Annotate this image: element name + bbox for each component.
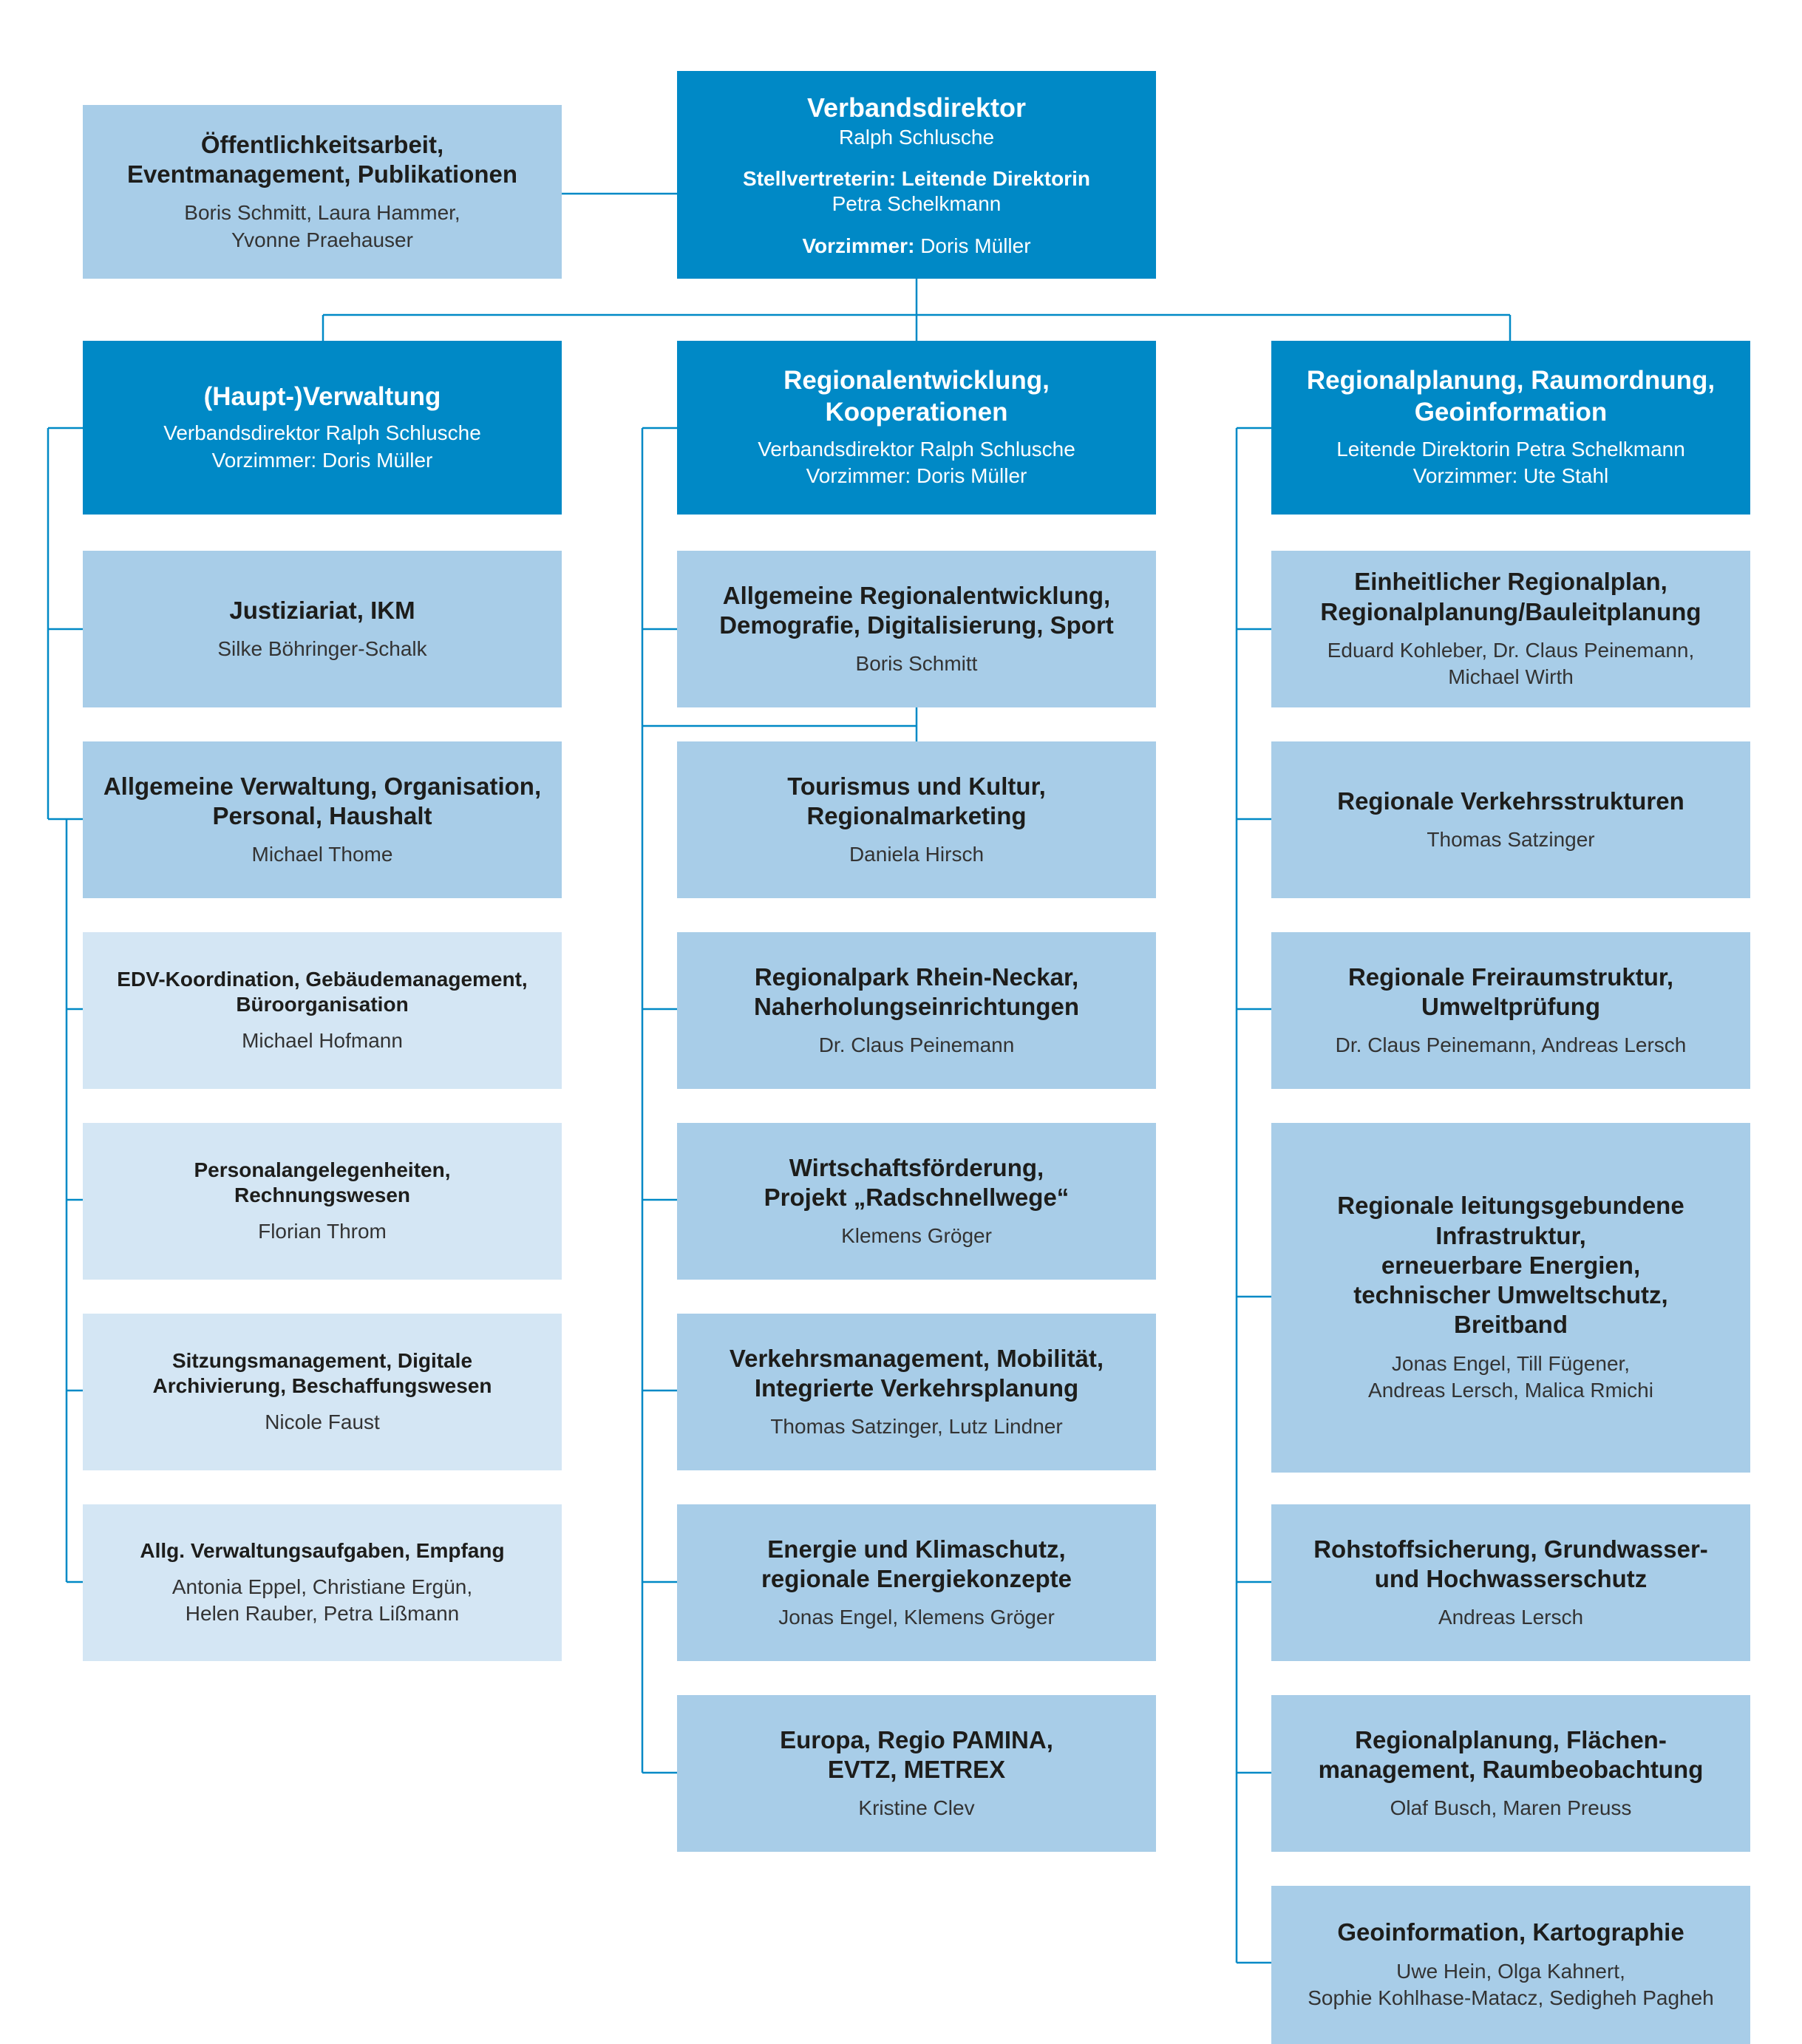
unit-people: Thomas Satzinger bbox=[1427, 827, 1595, 851]
unit-people: Kristine Clev bbox=[858, 1796, 975, 1820]
unit-box: Justiziariat, IKM Silke Böhringer-Schalk bbox=[83, 551, 562, 707]
unit-people: Florian Throm bbox=[258, 1219, 387, 1243]
unit-title: Regionale Verkehrsstrukturen bbox=[1337, 787, 1684, 815]
unit-title: Regionalpark Rhein-Neckar, Naherholungse… bbox=[753, 962, 1080, 1020]
unit-people: Olaf Busch, Maren Preuss bbox=[1390, 1796, 1632, 1820]
unit-people: Daniela Hirsch bbox=[849, 843, 985, 866]
unit-title: Allg. Verwaltungsaufgaben, Empfang bbox=[140, 1538, 505, 1562]
unit-box: Allg. Verwaltungsaufgaben, Empfang Anton… bbox=[83, 1504, 562, 1661]
unit-people: Dr. Claus Peinemann bbox=[818, 1033, 1015, 1057]
unit-box: EDV-Koordination, Gebäudemanagement, Bür… bbox=[83, 932, 562, 1089]
unit-title: Regionalplanung, Flächen- management, Ra… bbox=[1318, 1725, 1704, 1783]
unit-title: Wirtschaftsförderung, Projekt „Radschnel… bbox=[764, 1153, 1070, 1211]
unit-people: Jonas Engel, Till Fügener, Andreas Lersc… bbox=[1368, 1351, 1653, 1402]
unit-box: Geoinformation, Kartographie Uwe Hein, O… bbox=[1271, 1886, 1750, 2044]
department-title: Regionalplanung, Raumordnung, Geoinforma… bbox=[1306, 366, 1716, 427]
unit-people: Klemens Gröger bbox=[841, 1224, 992, 1248]
pr-title: Öffentlichkeitsarbeit, Eventmanagement, … bbox=[126, 130, 518, 189]
unit-box: Regionalplanung, Flächen- management, Ra… bbox=[1271, 1695, 1750, 1852]
department-people: Verbandsdirektor Ralph Schlusche Vorzimm… bbox=[163, 421, 481, 472]
unit-box: Regionale leitungsgebundene Infrastruktu… bbox=[1271, 1123, 1750, 1473]
unit-people: Boris Schmitt bbox=[855, 652, 978, 676]
unit-box: Wirtschaftsförderung, Projekt „Radschnel… bbox=[677, 1123, 1156, 1280]
unit-title: Allgemeine Regionalentwicklung, Demograf… bbox=[719, 581, 1114, 639]
department-title: (Haupt-)Verwaltung bbox=[203, 381, 441, 411]
unit-box: Allgemeine Verwaltung, Organisation, Per… bbox=[83, 741, 562, 898]
unit-title: Geoinformation, Kartographie bbox=[1337, 1918, 1684, 1946]
unit-title: Regionale Freiraumstruktur, Umweltprüfun… bbox=[1347, 962, 1674, 1020]
unit-title: Allgemeine Verwaltung, Organisation, Per… bbox=[103, 772, 542, 829]
unit-people: Michael Thome bbox=[251, 843, 393, 866]
unit-title: Regionale leitungsgebundene Infrastruktu… bbox=[1337, 1192, 1684, 1339]
deputy-name: Petra Schelkmann bbox=[832, 192, 1002, 216]
pr-people: Boris Schmitt, Laura Hammer, Yvonne Prae… bbox=[184, 201, 460, 251]
unit-people: Dr. Claus Peinemann, Andreas Lersch bbox=[1335, 1033, 1687, 1057]
anteroom-label: Vorzimmer: bbox=[802, 234, 915, 257]
unit-title: Sitzungsmanagement, Digitale Archivierun… bbox=[152, 1348, 492, 1397]
unit-box: Tourismus und Kultur, Regionalmarketing … bbox=[677, 741, 1156, 898]
unit-title: Personalangelegenheiten, Rechnungswesen bbox=[194, 1158, 451, 1206]
unit-people: Silke Böhringer-Schalk bbox=[217, 636, 427, 660]
unit-title: Justiziariat, IKM bbox=[229, 596, 415, 624]
unit-box: Verkehrsmanagement, Mobilität, Integrier… bbox=[677, 1314, 1156, 1470]
anteroom-line: Vorzimmer: Doris Müller bbox=[802, 234, 1030, 258]
unit-box: Regionalpark Rhein-Neckar, Naherholungse… bbox=[677, 932, 1156, 1089]
department-title: Regionalentwicklung, Kooperationen bbox=[783, 366, 1050, 427]
unit-title: Einheitlicher Regionalplan, Regionalplan… bbox=[1320, 568, 1701, 625]
department-head-administration: (Haupt-)Verwaltung Verbandsdirektor Ralp… bbox=[83, 341, 562, 515]
pr-box: Öffentlichkeitsarbeit, Eventmanagement, … bbox=[83, 105, 562, 279]
unit-box: Einheitlicher Regionalplan, Regionalplan… bbox=[1271, 551, 1750, 707]
department-people: Verbandsdirektor Ralph Schlusche Vorzimm… bbox=[758, 437, 1075, 488]
unit-box: Regionale Freiraumstruktur, Umweltprüfun… bbox=[1271, 932, 1750, 1089]
unit-title: Rohstoffsicherung, Grundwasser- und Hoch… bbox=[1313, 1535, 1708, 1592]
director-title: Verbandsdirektor bbox=[806, 92, 1027, 123]
unit-people: Uwe Hein, Olga Kahnert, Sophie Kohlhase-… bbox=[1308, 1959, 1714, 2010]
unit-title: EDV-Koordination, Gebäudemanagement, Bür… bbox=[117, 967, 528, 1016]
unit-title: Tourismus und Kultur, Regionalmarketing bbox=[787, 772, 1046, 829]
unit-box: Energie und Klimaschutz, regionale Energ… bbox=[677, 1504, 1156, 1661]
unit-people: Eduard Kohleber, Dr. Claus Peinemann, Mi… bbox=[1327, 638, 1695, 689]
unit-people: Nicole Faust bbox=[265, 1410, 380, 1433]
department-people: Leitende Direktorin Petra Schelkmann Vor… bbox=[1336, 437, 1685, 488]
unit-box: Europa, Regio PAMINA, EVTZ, METREX Krist… bbox=[677, 1695, 1156, 1852]
unit-people: Jonas Engel, Klemens Gröger bbox=[778, 1606, 1055, 1629]
unit-title: Verkehrsmanagement, Mobilität, Integrier… bbox=[729, 1344, 1104, 1402]
unit-box: Sitzungsmanagement, Digitale Archivierun… bbox=[83, 1314, 562, 1470]
unit-box: Rohstoffsicherung, Grundwasser- und Hoch… bbox=[1271, 1504, 1750, 1661]
unit-title: Energie und Klimaschutz, regionale Energ… bbox=[761, 1535, 1072, 1592]
unit-box: Personalangelegenheiten, Rechnungswesen … bbox=[83, 1123, 562, 1280]
department-head-regional-planning: Regionalplanung, Raumordnung, Geoinforma… bbox=[1271, 341, 1750, 515]
director-name: Ralph Schlusche bbox=[838, 126, 995, 149]
unit-box: Allgemeine Regionalentwicklung, Demograf… bbox=[677, 551, 1156, 707]
unit-people: Antonia Eppel, Christiane Ergün, Helen R… bbox=[171, 1575, 473, 1626]
unit-title: Europa, Regio PAMINA, EVTZ, METREX bbox=[780, 1725, 1053, 1783]
director-box: Verbandsdirektor Ralph Schlusche Stellve… bbox=[677, 71, 1156, 279]
department-head-regional-development: Regionalentwicklung, Kooperationen Verba… bbox=[677, 341, 1156, 515]
deputy-label: Stellvertreterin: Leitende Direktorin bbox=[743, 167, 1090, 191]
anteroom-name: Doris Müller bbox=[920, 234, 1031, 257]
unit-people: Thomas Satzinger, Lutz Lindner bbox=[770, 1415, 1063, 1439]
unit-people: Michael Hofmann bbox=[242, 1028, 403, 1052]
unit-box: Regionale Verkehrsstrukturen Thomas Satz… bbox=[1271, 741, 1750, 898]
unit-people: Andreas Lersch bbox=[1438, 1606, 1584, 1629]
